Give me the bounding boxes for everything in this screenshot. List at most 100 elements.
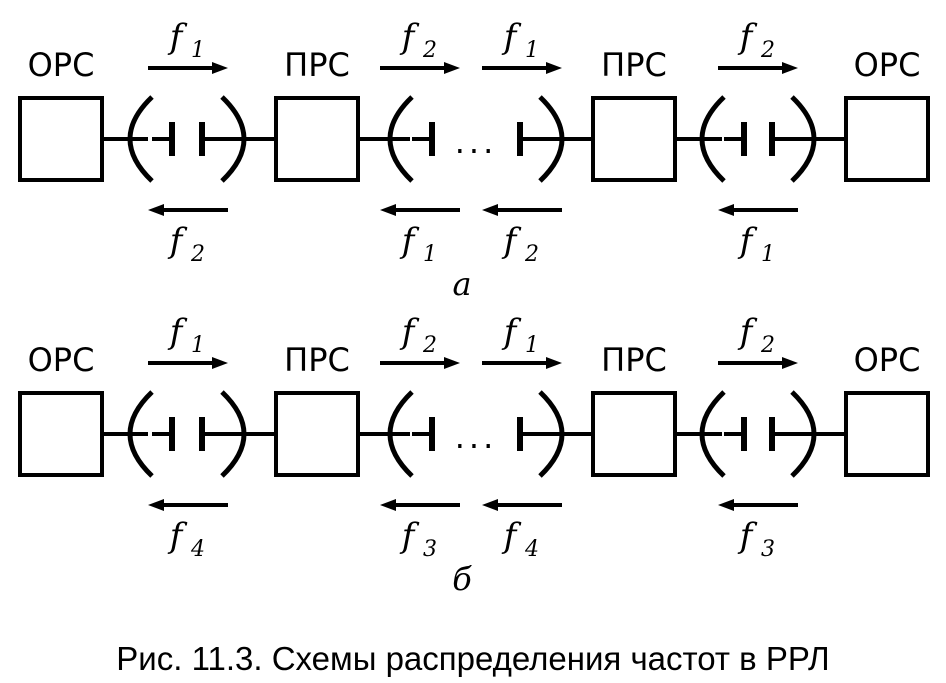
freq-subscript: 2	[190, 242, 205, 267]
freq-subscript: 1	[191, 38, 205, 63]
right-arrow-icon	[718, 357, 798, 369]
right-arrow-icon	[380, 62, 460, 74]
station-box	[18, 96, 104, 182]
freq-symbol: f	[737, 516, 758, 556]
station-box	[274, 96, 360, 182]
station-box	[591, 391, 677, 477]
right-arrow-icon	[482, 62, 562, 74]
arrow-head	[444, 357, 460, 369]
right-arrow-icon	[148, 357, 228, 369]
right-arrow-icon	[718, 62, 798, 74]
dish-arc	[387, 95, 414, 183]
freq-symbol: f	[501, 312, 522, 352]
arrow-head	[212, 357, 228, 369]
freq-subscript: 1	[525, 38, 539, 63]
freq-subscript: 4	[524, 537, 539, 562]
freq-symbol: f	[737, 17, 758, 57]
arrow-head	[482, 204, 498, 216]
freq-symbol: f	[167, 312, 188, 352]
left-arrow-icon	[718, 499, 798, 511]
arrow-head	[444, 62, 460, 74]
dish-arc	[699, 95, 726, 183]
left-arrow-icon	[482, 499, 562, 511]
arrow-head	[782, 62, 798, 74]
freq-symbol: f	[737, 221, 758, 261]
freq-symbol: f	[399, 516, 420, 556]
freq-symbol: f	[167, 221, 188, 261]
arrow-head	[380, 499, 396, 511]
freq-symbol: f	[399, 17, 420, 57]
station-label: ОРС	[28, 46, 95, 84]
left-arrow-icon	[380, 499, 460, 511]
arrow-head	[148, 499, 164, 511]
arrow-head	[546, 62, 562, 74]
left-arrow-icon	[148, 204, 228, 216]
freq-symbol: f	[399, 312, 420, 352]
station-box	[844, 96, 930, 182]
right-arrow-icon	[482, 357, 562, 369]
arrow-head	[482, 499, 498, 511]
left-arrow-icon	[148, 499, 228, 511]
station-label: ПРС	[284, 341, 350, 379]
station-box	[274, 391, 360, 477]
arrow-head	[718, 204, 734, 216]
dish-arc	[127, 390, 154, 478]
freq-subscript: 1	[525, 333, 539, 358]
station-label: ОРС	[28, 341, 95, 379]
arrow-head	[782, 357, 798, 369]
freq-symbol: f	[501, 17, 522, 57]
freq-subscript: 2	[760, 38, 775, 63]
station-label: ПРС	[601, 46, 667, 84]
left-arrow-icon	[482, 204, 562, 216]
station-label: ПРС	[284, 46, 350, 84]
freq-subscript: 2	[524, 242, 539, 267]
station-label: ОРС	[854, 46, 921, 84]
left-arrow-icon	[380, 204, 460, 216]
freq-subscript: 1	[761, 242, 775, 267]
figure-caption: Рис. 11.3. Схемы распределения частот в …	[116, 640, 829, 677]
freq-subscript: 2	[422, 38, 437, 63]
left-arrow-icon	[718, 204, 798, 216]
diagram-sublabel: б	[452, 560, 472, 598]
freq-subscript: 3	[761, 537, 775, 562]
station-label: ПРС	[601, 341, 667, 379]
dish-arc	[387, 390, 414, 478]
station-box	[591, 96, 677, 182]
arrow-head	[718, 499, 734, 511]
freq-subscript: 1	[423, 242, 437, 267]
station-box	[18, 391, 104, 477]
dish-arc	[127, 95, 154, 183]
freq-subscript: 3	[423, 537, 437, 562]
freq-symbol: f	[399, 221, 420, 261]
arrow-head	[380, 204, 396, 216]
freq-subscript: 4	[190, 537, 205, 562]
station-box	[844, 391, 930, 477]
diagram-sublabel: а	[452, 265, 471, 303]
ellipsis: ...	[455, 418, 498, 456]
right-arrow-icon	[148, 62, 228, 74]
ellipsis: ...	[455, 123, 498, 161]
freq-symbol: f	[501, 516, 522, 556]
station-label: ОРС	[854, 341, 921, 379]
arrow-head	[212, 62, 228, 74]
freq-symbol: f	[167, 516, 188, 556]
dish-arc	[699, 390, 726, 478]
freq-symbol: f	[501, 221, 522, 261]
